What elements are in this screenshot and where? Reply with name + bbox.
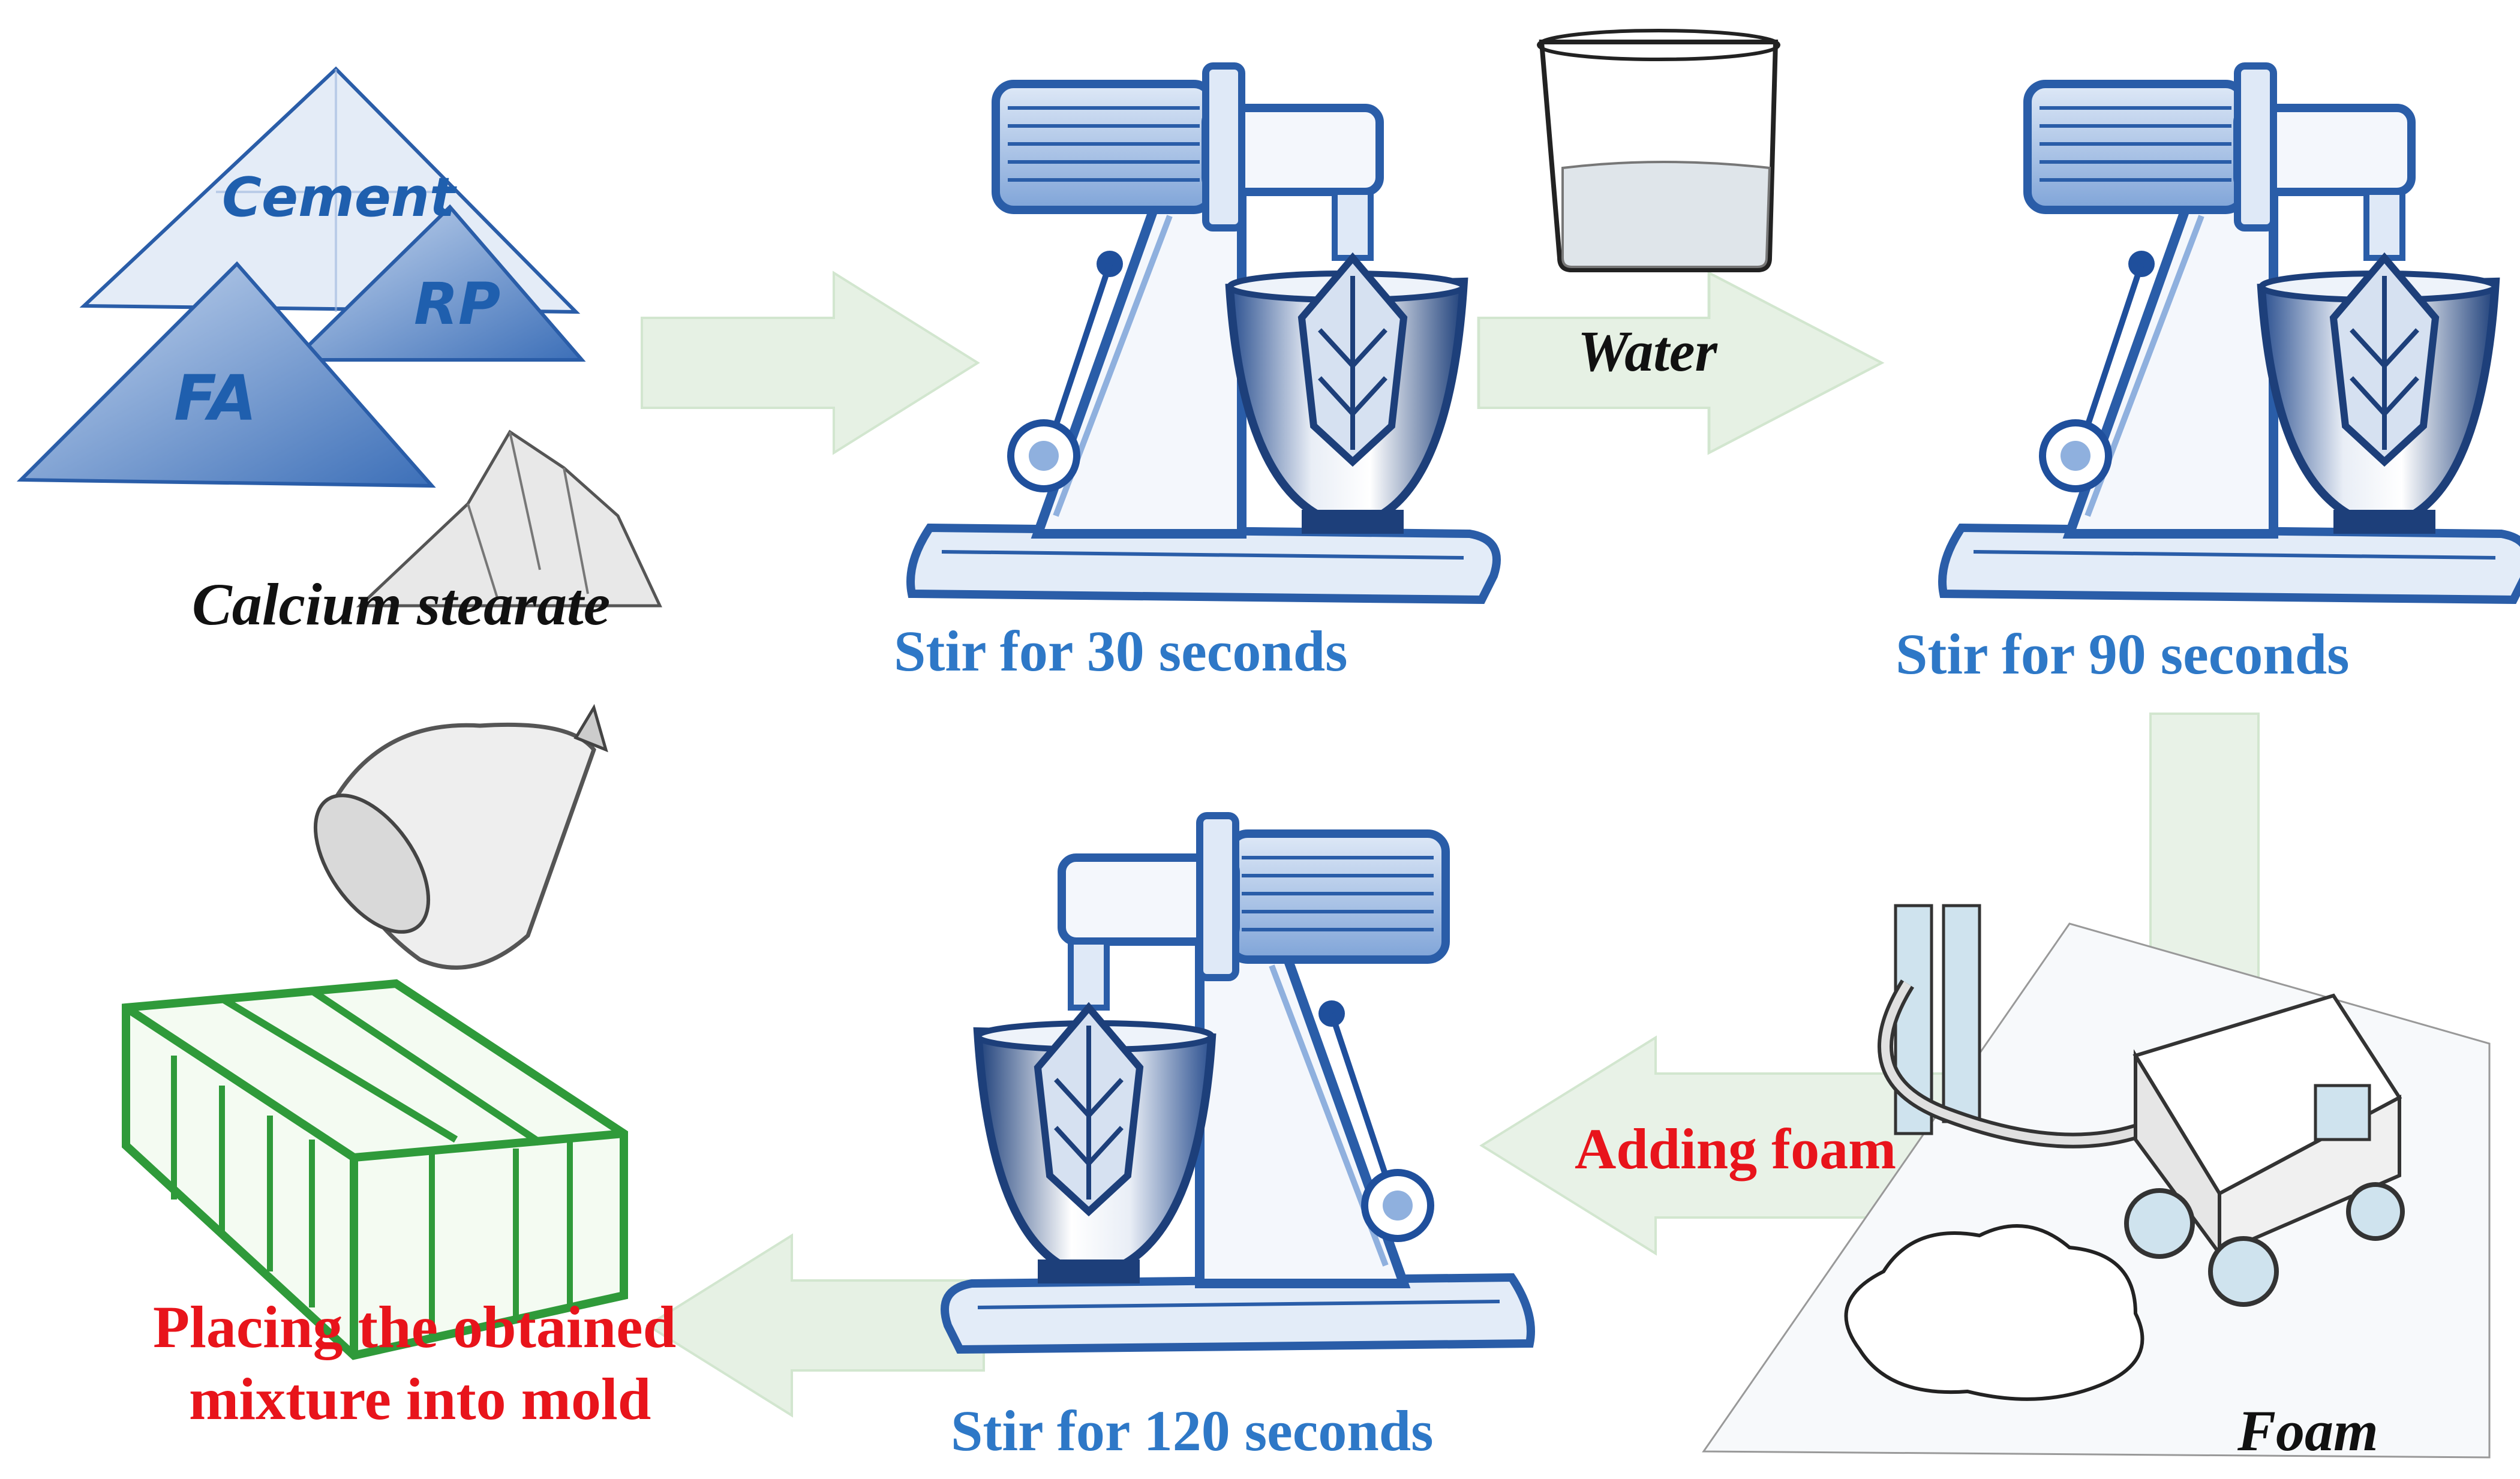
pile-label-cement: Cement: [222, 166, 457, 229]
label-mold-line-1: Placing the obtained: [153, 1294, 677, 1360]
bag: [313, 704, 608, 970]
ingredient-piles: Cement RP FA: [16, 66, 662, 608]
rp-pile: [289, 204, 586, 362]
arrow-to-mold: [647, 1234, 985, 1417]
fa-pile: [16, 261, 436, 488]
mixer-3: [945, 816, 1531, 1349]
label-water: Water: [1578, 319, 1717, 383]
label-stir-120: Stir for 120 seconds: [951, 1399, 1434, 1463]
pile-label-rp: RP: [414, 270, 500, 338]
pile-label-fa: FA: [174, 362, 257, 435]
mold: [122, 979, 628, 1360]
label-adding-foam: Adding foam: [1575, 1117, 1897, 1181]
label-stir-30: Stir for 30 seconds: [894, 619, 1348, 683]
label-stir-90: Stir for 90 seconds: [1896, 622, 2350, 686]
label-calcium-stearate: Calcium stearate: [192, 571, 611, 638]
mixer-1: [911, 66, 1497, 600]
foam-generator: [1702, 904, 2491, 1459]
water-beaker: [1537, 29, 1780, 272]
mixer-2: [1942, 66, 2520, 600]
arrow-to-mixer-1: [641, 272, 979, 454]
label-foam: Foam: [2237, 1399, 2378, 1463]
label-mold-line-2: mixture into mold: [189, 1366, 651, 1432]
